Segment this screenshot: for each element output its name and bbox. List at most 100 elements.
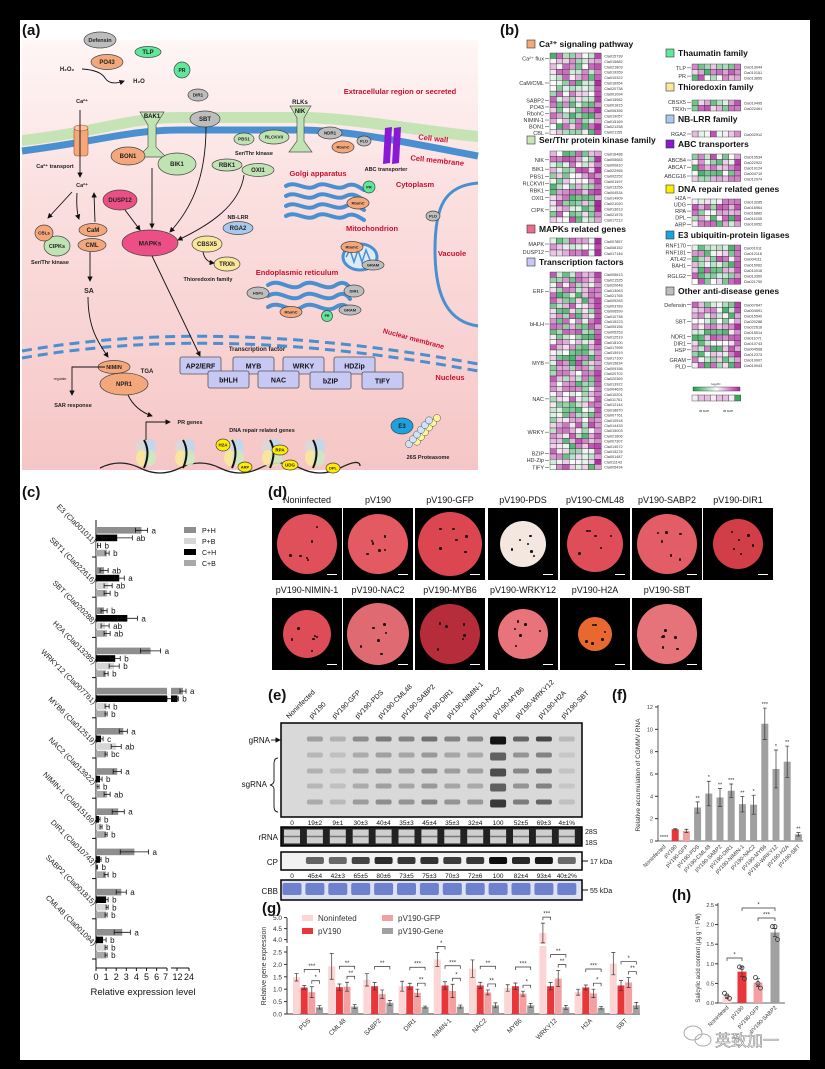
- node-cbsx5: CBSX5: [191, 235, 223, 253]
- heatmap-cell: [697, 312, 705, 319]
- gene-id: Cla015276: [604, 450, 622, 454]
- c-bar: [96, 888, 122, 896]
- gene-id: Cla015223: [604, 320, 622, 324]
- c-x-tick-label: 3: [124, 972, 129, 982]
- heatmap-cell: [569, 459, 576, 465]
- heatmap-cell: [549, 150, 557, 157]
- gene-family-label: Defensin: [664, 303, 686, 309]
- heatmap-cell: [581, 438, 589, 444]
- watermelon-slice: [347, 603, 409, 665]
- annotation-proteasome: 26S Proteasome: [407, 455, 450, 461]
- g-y-tick-label: 2.5: [273, 950, 282, 957]
- rna-band: [535, 799, 552, 805]
- heatmap-cell: [556, 161, 564, 168]
- g-significance-bracket: [409, 966, 426, 971]
- gene-id: Cla007847: [744, 303, 762, 307]
- heatmap-cell: [728, 130, 735, 138]
- heatmap-cell: [710, 105, 717, 112]
- h-y-tick-label: 2.5: [706, 903, 714, 909]
- gene-family-label: TIFY: [532, 466, 544, 472]
- watermelon-photo: [272, 508, 342, 580]
- annotation-rlks: RLKs: [292, 100, 308, 106]
- g-error-bar: [485, 989, 490, 996]
- heatmap-cell: [716, 69, 723, 76]
- heatmap-cell: [581, 391, 589, 398]
- gene-id: Cla019052: [744, 222, 762, 226]
- gene-id: Cla010743: [744, 342, 762, 346]
- cbb-band: [488, 883, 508, 895]
- heatmap-cell: [575, 200, 583, 207]
- heatmap-cell: [697, 256, 705, 263]
- heatmap-cell: [691, 256, 699, 263]
- gene-family-label: ABCB4: [668, 158, 686, 164]
- seed: [315, 525, 319, 529]
- heatmap-cell: [569, 443, 576, 450]
- gene-id: Cla016954: [604, 82, 622, 86]
- cp-quantification: 65±5: [353, 873, 368, 880]
- g-significance-bracket: [436, 946, 446, 950]
- seed: [436, 648, 439, 651]
- heatmap-cell: [549, 85, 557, 92]
- photo-label: pV190: [364, 495, 392, 505]
- heatmap-cell: [569, 216, 576, 223]
- heatmap-cell: [710, 334, 717, 341]
- heatmap-cell: [594, 90, 602, 97]
- heatmap-cell: [588, 318, 596, 325]
- c-error-bar: [104, 832, 108, 837]
- heatmap-cell: [691, 301, 699, 308]
- heatmap-cell: [575, 334, 583, 340]
- cp-band: [489, 857, 508, 864]
- gene-id: Cla004710: [744, 172, 762, 176]
- f-bar: [716, 797, 724, 841]
- heatmap-cell: [734, 323, 742, 330]
- heatmap-cell: [722, 250, 729, 257]
- heatmap-cell: [549, 243, 557, 251]
- heatmap-cell: [581, 80, 589, 86]
- heatmap-cell: [588, 329, 596, 335]
- heatmap-cell: [691, 278, 699, 285]
- heatmap-cell: [594, 303, 602, 309]
- heatmap-cell: [716, 329, 723, 336]
- rna-band: [398, 799, 415, 805]
- heatmap-cell: [549, 96, 557, 103]
- gene-id: Cla010534: [744, 155, 762, 159]
- heatmap-cell: [556, 417, 564, 424]
- annotation-regulate: regulate: [54, 377, 67, 381]
- g-significance-label: ***: [543, 912, 551, 918]
- node-label: PLD: [429, 213, 437, 218]
- heatmap-cell: [691, 215, 699, 222]
- heatmap-cell: [588, 412, 596, 418]
- heatmap-cell: [549, 277, 557, 283]
- heatmap-cell: [722, 175, 729, 182]
- heatmap-cell: [716, 105, 723, 112]
- heatmap-cell: [710, 345, 717, 352]
- heatmap-cell: [562, 464, 570, 470]
- node-tlp: TLP: [134, 46, 162, 58]
- heatmap-cell: [728, 63, 735, 70]
- marker-55kda: 55 kDa: [590, 888, 612, 895]
- heatmap-cell: [562, 355, 570, 361]
- pathway-arrow: [81, 68, 125, 86]
- gene-family-label: BIK1: [532, 167, 544, 173]
- heatmap-cell: [581, 464, 589, 470]
- heatmap-cell: [697, 323, 705, 330]
- heatmap-cell: [710, 329, 717, 336]
- heatmap-cell: [581, 355, 589, 361]
- c-significance-letter: b: [112, 903, 117, 912]
- heatmap-cell: [562, 58, 570, 65]
- seed: [599, 546, 603, 550]
- rna-band: [513, 799, 529, 805]
- node-ndr1: NDR1: [317, 126, 343, 140]
- heatmap-cell: [691, 105, 699, 112]
- heatmap-cell: [691, 63, 699, 70]
- scale-bar: [543, 573, 553, 575]
- c-error-bar: [110, 744, 122, 749]
- g-bar: [371, 986, 379, 1014]
- heatmap-cell: [722, 307, 729, 314]
- heatmap-cell: [734, 170, 742, 177]
- heatmap-cell: [575, 370, 583, 377]
- compartment-mitochondrion: Mitochondrion: [346, 224, 398, 233]
- heatmap-cell: [556, 287, 564, 294]
- seed: [661, 635, 664, 639]
- c-error-bar: [97, 543, 101, 548]
